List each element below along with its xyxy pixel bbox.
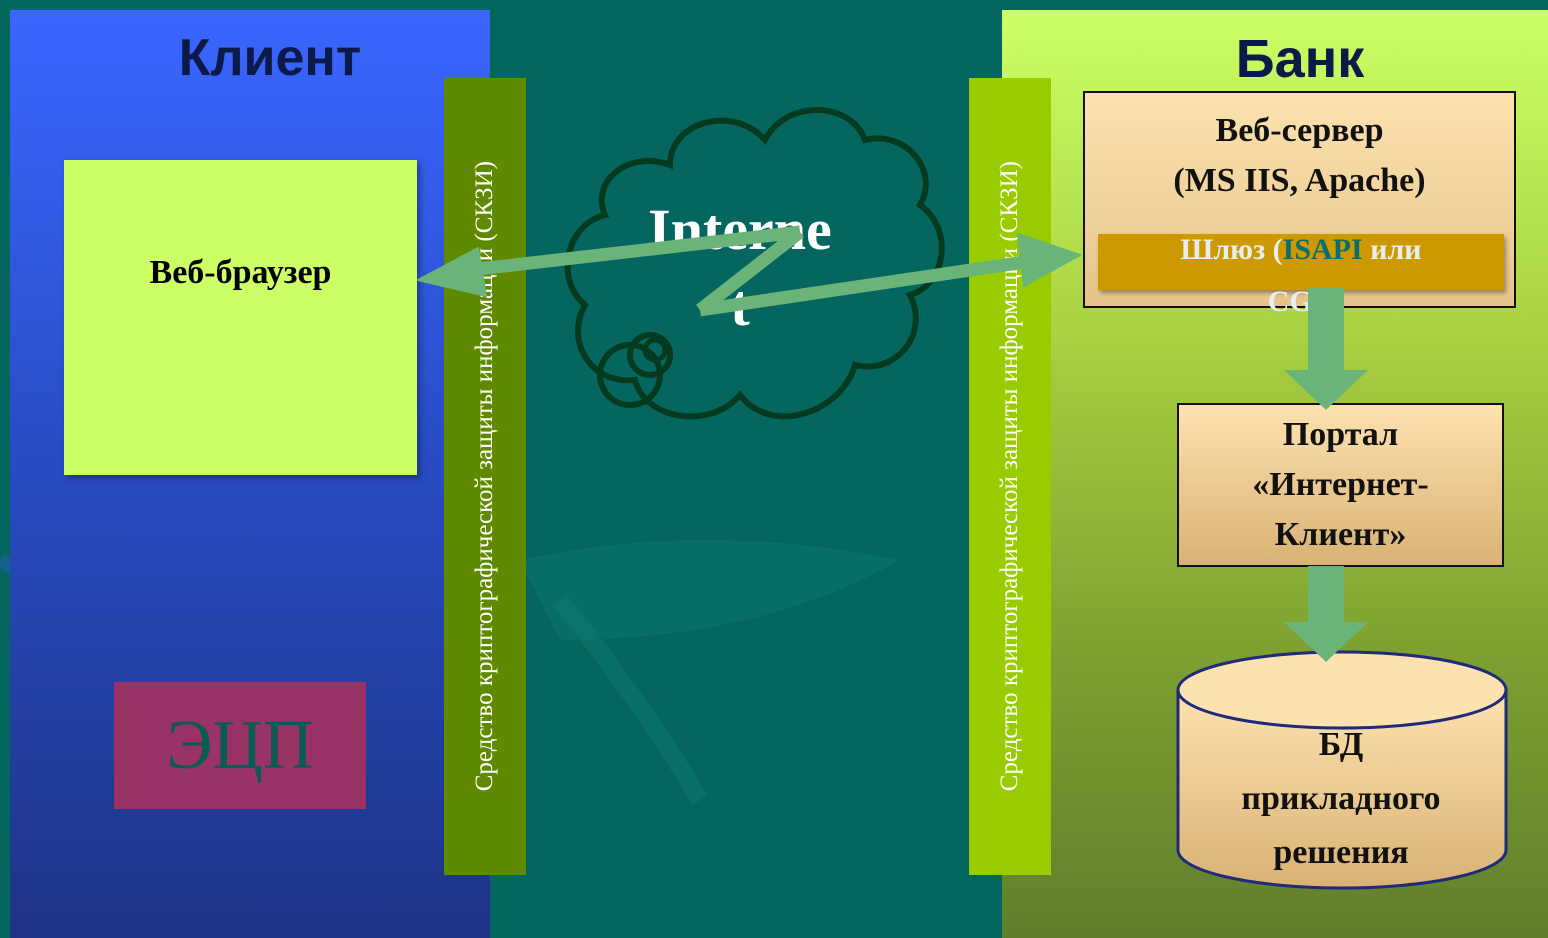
web-browser-label: Веб-браузер bbox=[149, 253, 332, 291]
arrow-down-icon bbox=[1284, 288, 1368, 410]
internet-label: Interne t bbox=[620, 192, 860, 344]
database-label: БД прикладного решения bbox=[1178, 718, 1504, 880]
client-title: Клиент bbox=[178, 29, 362, 87]
skzi-bar-client: Средство криптографической защиты информ… bbox=[444, 78, 526, 875]
arrow-down-icon bbox=[1284, 566, 1368, 662]
digital-signature-label: ЭЦП bbox=[166, 706, 314, 784]
gateway-middle: или bbox=[1362, 233, 1422, 266]
database-cylinder bbox=[1176, 650, 1508, 890]
skzi-bar-bank: Средство криптографической защиты информ… bbox=[969, 78, 1051, 875]
web-server-line-2: (MS IIS, Apache) bbox=[1173, 162, 1426, 199]
database-line-3: решения bbox=[1273, 834, 1409, 871]
portal-line-1: Портал bbox=[1282, 416, 1399, 453]
bank-title: Банк bbox=[1235, 29, 1365, 89]
gateway-prefix: Шлюз ( bbox=[1180, 233, 1283, 266]
portal-line-2: «Интернет- bbox=[1252, 466, 1429, 503]
digital-signature-box: ЭЦП bbox=[114, 682, 366, 809]
database-line-2: прикладного bbox=[1241, 780, 1441, 817]
gateway-box bbox=[1098, 234, 1504, 290]
web-server-line-1: Веб-сервер bbox=[1215, 112, 1384, 149]
gateway-isapi: ISAPI bbox=[1282, 233, 1363, 266]
web-server-label: Веб-сервер (MS IIS, Apache) bbox=[1083, 106, 1516, 206]
internet-cloud-icon bbox=[564, 107, 945, 420]
portal-line-3: Клиент» bbox=[1274, 516, 1407, 553]
portal-label: Портал «Интернет- Клиент» bbox=[1252, 410, 1428, 560]
web-browser-box: Веб-браузер bbox=[64, 160, 417, 475]
database-line-1: БД bbox=[1318, 726, 1364, 763]
portal-box: Портал «Интернет- Клиент» bbox=[1177, 403, 1504, 567]
